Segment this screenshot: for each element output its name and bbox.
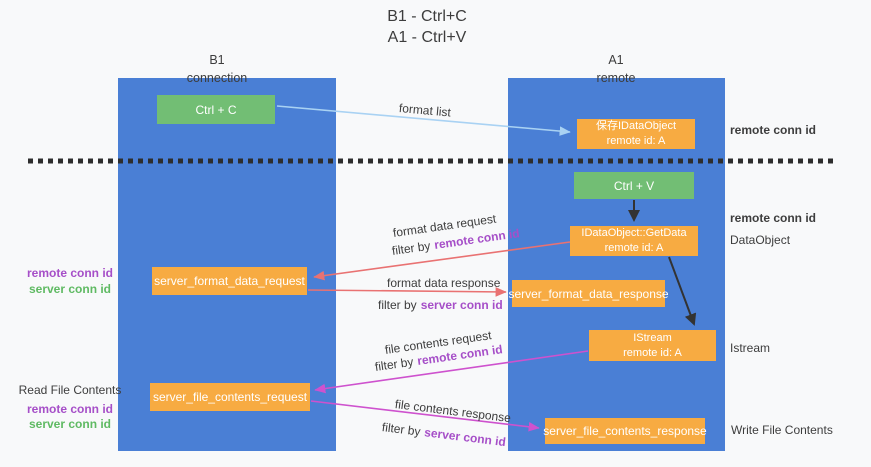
node-getdata-line1: IDataObject::GetData bbox=[581, 227, 687, 240]
filter-by-text: filter by bbox=[378, 298, 417, 312]
column-a1-role: remote bbox=[596, 71, 636, 86]
arrow-format-data-request bbox=[313, 241, 571, 281]
node-server-file-contents-response: server_file_contents_response bbox=[543, 418, 707, 444]
node-server-format-data-response: server_format_data_response bbox=[508, 280, 669, 307]
right-label-write-file-contents: Write File Contents bbox=[731, 423, 833, 437]
node-file-req-label: server_file_contents_request bbox=[152, 390, 308, 404]
edge-label-format-data-response: format data response bbox=[387, 276, 500, 290]
node-server-format-data-request: server_format_data_request bbox=[152, 267, 307, 295]
left-server-conn-id-2: server conn id bbox=[28, 417, 112, 432]
node-file-resp-label: server_file_contents_response bbox=[543, 424, 707, 438]
node-fmt-req-label: server_format_data_request bbox=[154, 274, 305, 288]
right-label-istream: Istream bbox=[730, 341, 771, 355]
right-label-remote-conn-id-top: remote conn id bbox=[730, 123, 817, 137]
column-b1-name: B1 bbox=[209, 53, 225, 67]
column-header-a1: A1 remote bbox=[536, 51, 696, 87]
title-line-1: B1 - Ctrl+C bbox=[387, 8, 467, 25]
node-saved-idataobject-line2: remote id: A bbox=[606, 135, 666, 147]
node-fmt-resp-label: server_format_data_response bbox=[508, 286, 669, 301]
column-header-b1: B1 connection bbox=[137, 51, 297, 87]
column-b1-role: connection bbox=[186, 71, 248, 86]
node-istream-line2: remote id: A bbox=[623, 346, 682, 359]
left-label-group-file: Read File Contents remote conn id server… bbox=[10, 383, 130, 433]
node-ctrl-c: Ctrl + C bbox=[157, 95, 275, 124]
column-a1-name: A1 bbox=[608, 53, 624, 67]
node-ctrl-v: Ctrl + V bbox=[574, 172, 694, 199]
node-istream-line1: IStream bbox=[633, 331, 672, 344]
node-saved-idataobject: 保存IDataObject remote id: A bbox=[577, 119, 695, 149]
arrow-format-list bbox=[276, 105, 571, 136]
format-data-response-text: format data response bbox=[387, 276, 501, 290]
arrow-file-contents-request bbox=[314, 350, 589, 394]
node-saved-idataobject-line1: 保存IDataObject bbox=[595, 120, 677, 133]
arrow-file-contents-response bbox=[310, 400, 540, 432]
right-label-dataobject: DataObject bbox=[730, 233, 791, 247]
left-remote-conn-id-1: remote conn id bbox=[26, 266, 113, 280]
title-line-2: A1 - Ctrl+V bbox=[387, 29, 467, 47]
node-getdata-line2: remote id: A bbox=[604, 242, 664, 254]
left-server-conn-id-1: server conn id bbox=[28, 281, 112, 296]
diagram-title: B1 - Ctrl+C A1 - Ctrl+V bbox=[342, 6, 512, 48]
server-conn-id-text: server conn id bbox=[420, 298, 503, 312]
node-istream: IStream remote id: A bbox=[589, 330, 716, 361]
node-idataobject-getdata: IDataObject::GetData remote id: A bbox=[570, 226, 698, 256]
left-read-file-contents: Read File Contents bbox=[18, 383, 122, 397]
node-server-file-contents-request: server_file_contents_request bbox=[150, 383, 310, 411]
node-ctrl-c-label: Ctrl + C bbox=[195, 102, 237, 117]
right-label-remote-conn-id-mid: remote conn id bbox=[730, 211, 817, 225]
left-remote-conn-id-2: remote conn id bbox=[26, 401, 113, 416]
arrow-getdata-to-istream bbox=[668, 256, 697, 326]
node-ctrl-v-label: Ctrl + V bbox=[613, 178, 655, 193]
left-label-group-format: remote conn id server conn id bbox=[10, 266, 130, 297]
arrow-format-data-response bbox=[307, 287, 507, 297]
